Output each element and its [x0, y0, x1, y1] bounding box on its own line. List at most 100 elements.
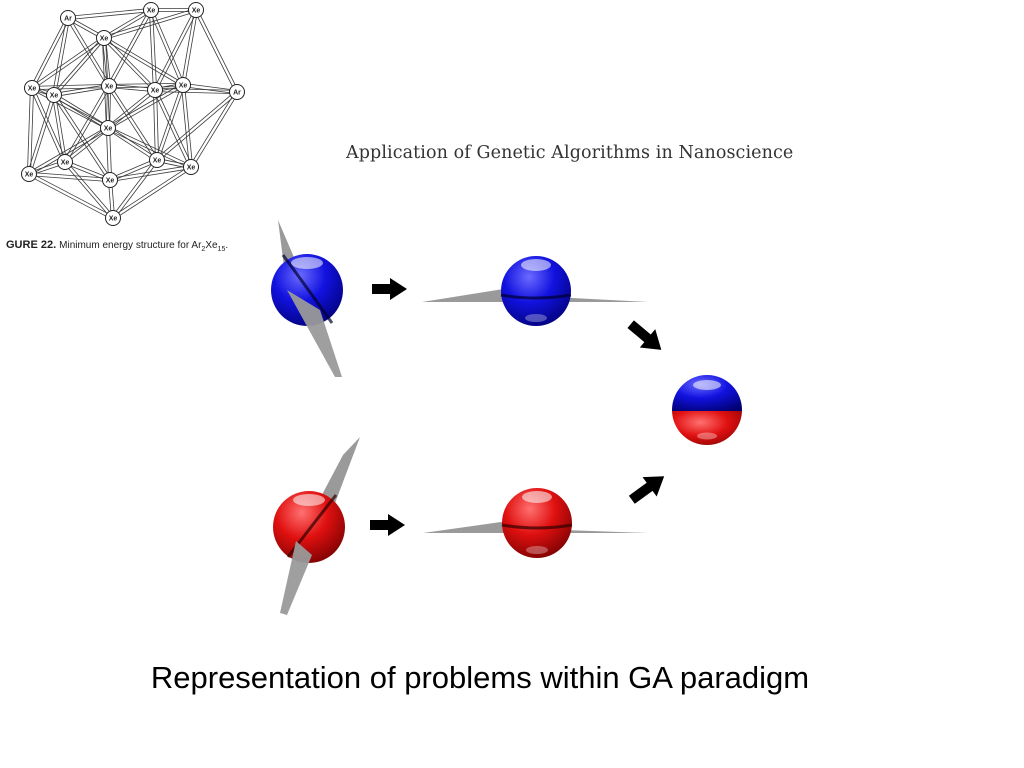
cluster-atom: Xe	[175, 77, 191, 93]
cluster-bond	[52, 17, 67, 95]
cluster-atom-label: Xe	[61, 160, 70, 167]
cluster-bond	[153, 90, 190, 168]
cluster-bond	[103, 8, 196, 37]
red-sphere	[273, 491, 345, 563]
ga-representation-diagram	[271, 220, 742, 615]
cluster-bond	[105, 37, 111, 86]
cluster-bond	[28, 175, 113, 220]
cluster-bond	[27, 94, 53, 174]
cluster-atom: Xe	[149, 152, 165, 168]
cluster-atom: Xe	[21, 166, 37, 182]
cluster-bond	[152, 9, 185, 85]
arrow-right-icon	[372, 278, 407, 300]
cluster-atom-label: Xe	[179, 83, 188, 90]
cluster-bond	[108, 90, 157, 130]
cluster-bond	[102, 38, 155, 92]
cluster-atom-label: Xe	[100, 36, 109, 43]
cluster-atom: Xe	[183, 159, 199, 175]
cluster-bond	[153, 9, 195, 90]
cluster-bond	[30, 17, 67, 88]
figure-caption-text: Minimum energy structure for Ar	[59, 240, 202, 251]
cluster-bonds	[27, 7, 239, 220]
cluster-atom-label: Xe	[192, 8, 201, 15]
cluster-atom: Xe	[57, 154, 73, 170]
cluster-atom: Xe	[105, 210, 121, 226]
cluster-bond	[110, 84, 159, 160]
cutting-plane-tilted-blue-front	[287, 290, 342, 377]
cluster-bond	[184, 10, 198, 86]
figure-caption-sub1: 2	[201, 246, 206, 253]
cluster-bond	[31, 89, 108, 130]
blue-sphere-horizontal	[422, 256, 648, 326]
cluster-bond	[111, 165, 191, 217]
cluster-bond	[29, 172, 114, 217]
red-sphere	[502, 488, 572, 558]
cluster-bond	[107, 86, 156, 162]
cluster-bond	[149, 10, 182, 86]
cluster-bond	[32, 87, 110, 90]
cluster-bond	[66, 18, 108, 88]
combined-sphere	[672, 375, 742, 445]
cluster-bond	[197, 9, 239, 92]
cluster-atom: Xe	[96, 30, 112, 46]
arrow-right-icon	[370, 514, 405, 536]
cluster-bond	[156, 10, 198, 91]
figure-caption-sub2: 15	[217, 246, 226, 253]
cluster-bond	[68, 11, 152, 20]
cluster-bond	[108, 83, 183, 85]
cluster-bond	[65, 128, 110, 164]
cluster-bond	[184, 84, 193, 167]
cluster-bond	[157, 92, 239, 162]
cluster-atom: Ar	[229, 84, 245, 100]
cluster-bond	[54, 38, 106, 97]
cluster-bond	[181, 9, 195, 85]
sphere-highlight	[291, 257, 323, 269]
slide-caption: Representation of problems within GA par…	[150, 660, 810, 695]
cluster-bond	[66, 86, 111, 164]
cluster-bond	[65, 160, 115, 218]
slide-heading: Application of Genetic Algorithms in Nan…	[346, 143, 794, 163]
cluster-bond	[156, 89, 193, 167]
cluster-atom: Xe	[147, 82, 163, 98]
cluster-bond	[156, 89, 159, 160]
cluster-atom-label: Xe	[187, 165, 196, 172]
cluster-bond	[63, 162, 113, 220]
figure-caption: GURE 22.Minimum energy structure for Ar2…	[6, 239, 266, 253]
sphere-highlight	[525, 314, 547, 322]
cluster-atom: Xe	[100, 120, 116, 136]
cluster-bond	[33, 18, 70, 89]
cluster-bond	[52, 36, 104, 95]
cluster-atom: Ar	[60, 10, 76, 26]
cluster-bond	[194, 10, 236, 93]
arrow-diagonal-down-icon	[627, 320, 662, 350]
cluster-bond	[67, 8, 151, 17]
cluster-atom-label: Xe	[106, 178, 115, 185]
cluster-atom-label: Xe	[151, 88, 160, 95]
cluster-bond	[107, 9, 150, 86]
cluster-atom-label: Xe	[104, 126, 113, 133]
cluster-bond	[152, 9, 157, 90]
cluster-atom: Xe	[143, 2, 159, 18]
sphere-highlight	[521, 259, 551, 271]
blue-sphere-tilted	[271, 220, 343, 377]
cluster-bond	[153, 90, 156, 161]
cluster-atom-label: Xe	[147, 8, 156, 15]
cluster-atom-label: Xe	[50, 93, 59, 100]
cluster-bond	[109, 158, 157, 179]
cluster-bond	[29, 172, 111, 179]
sphere-highlight	[697, 432, 717, 440]
cluster-bond	[32, 86, 109, 127]
cluster-bond	[155, 90, 237, 160]
cluster-bond	[158, 85, 185, 161]
sphere-highlight	[693, 380, 721, 390]
figure-caption-mid: Xe	[205, 240, 218, 251]
cluster-bond	[106, 128, 109, 181]
cutting-plane-tilted-red-front	[280, 541, 312, 615]
cluster-bond	[53, 84, 109, 94]
cluster-bond	[107, 83, 183, 127]
sphere-highlight	[293, 494, 325, 506]
cluster-bond	[63, 84, 108, 162]
cutting-plane-line	[286, 494, 338, 558]
